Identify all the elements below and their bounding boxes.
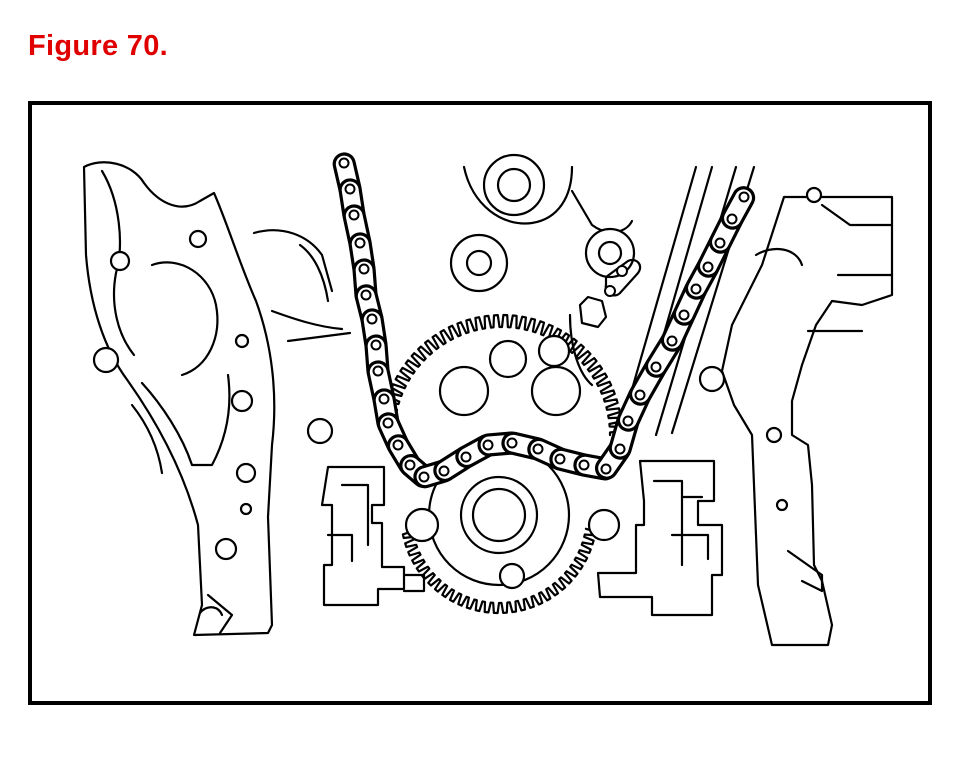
chain-pin bbox=[634, 389, 646, 401]
chain-pin bbox=[418, 471, 430, 483]
chain-pin bbox=[506, 437, 518, 449]
chain-pin bbox=[378, 393, 390, 405]
chain-pin bbox=[650, 361, 662, 373]
chain-pin bbox=[714, 237, 726, 249]
chain-pin bbox=[622, 415, 634, 427]
chain-pin bbox=[460, 451, 472, 463]
chain-pin bbox=[678, 309, 690, 321]
chain-pin bbox=[532, 443, 544, 455]
upper-left-casting bbox=[252, 229, 352, 343]
chain-pin bbox=[348, 209, 360, 221]
chain-pin bbox=[382, 417, 394, 429]
timing-chain bbox=[332, 152, 756, 489]
chain-pin bbox=[372, 365, 384, 377]
chain-pin bbox=[338, 157, 350, 169]
chain-pin bbox=[370, 339, 382, 351]
chain-pin bbox=[360, 289, 372, 301]
chain-pin bbox=[690, 283, 702, 295]
chain-pin bbox=[738, 191, 750, 203]
chain-pin bbox=[438, 465, 450, 477]
lower-left-housing bbox=[320, 465, 426, 607]
figure-title: Figure 70. bbox=[28, 30, 168, 62]
chain-pin bbox=[392, 439, 404, 451]
chain-pin bbox=[726, 213, 738, 225]
crankshaft-sprocket bbox=[401, 443, 621, 615]
chain-pin bbox=[344, 183, 356, 195]
chain-pin bbox=[578, 459, 590, 471]
chain-tensioner bbox=[604, 258, 642, 297]
chain-pin bbox=[366, 313, 378, 325]
right-engine-block bbox=[698, 186, 894, 647]
chain-pin bbox=[358, 263, 370, 275]
diagram-frame bbox=[28, 101, 932, 705]
chain-pin bbox=[482, 439, 494, 451]
lower-right-housing bbox=[596, 459, 724, 617]
large-sprocket bbox=[382, 313, 623, 437]
chain-pin bbox=[614, 443, 626, 455]
timing-chain-diagram bbox=[82, 152, 894, 647]
chain-pin bbox=[702, 261, 714, 273]
chain-pin bbox=[404, 459, 416, 471]
chain-pin bbox=[354, 237, 366, 249]
chain-pin bbox=[600, 463, 612, 475]
chain-pin bbox=[666, 335, 678, 347]
left-engine-block bbox=[82, 161, 334, 637]
chain-pin bbox=[554, 453, 566, 465]
